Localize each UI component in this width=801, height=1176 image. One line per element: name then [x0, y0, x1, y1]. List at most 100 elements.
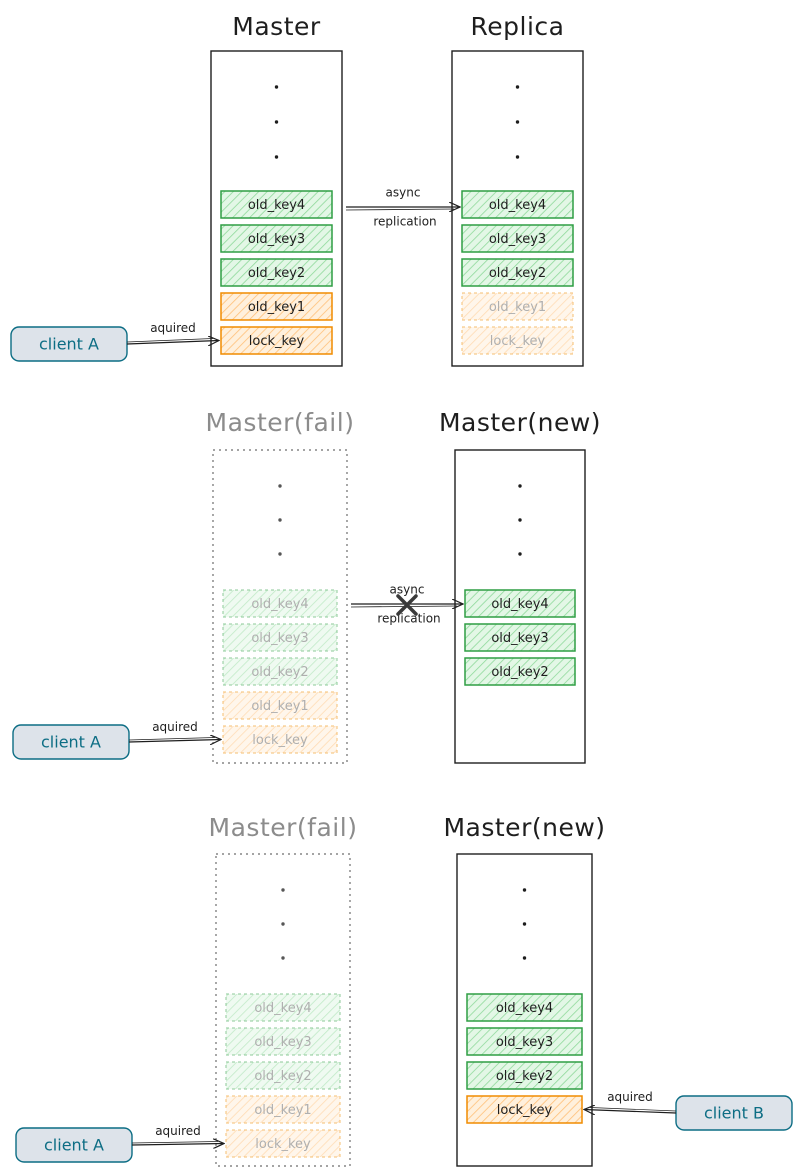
client-b: client B aquired [584, 1090, 793, 1131]
key-lock-key: lock_key [466, 1095, 583, 1124]
client-label: client A [39, 335, 99, 354]
key-old-key3: old_key3 [464, 623, 576, 652]
key-old-key1: old_key1 [220, 292, 333, 321]
key-label: old_key2 [254, 1069, 311, 1084]
key-label: old_key1 [248, 300, 305, 315]
key-label: old_key4 [491, 597, 548, 612]
node-right: Master(new)old_key4old_key3old_key2lock_… [443, 813, 605, 1167]
ellipsis-dot [278, 518, 282, 522]
key-old-key2: old_key2 [222, 657, 338, 686]
acquire-arrow-sketch [589, 1107, 677, 1112]
key-label: old_key2 [248, 266, 305, 281]
key-box [222, 657, 338, 686]
key-box [225, 1061, 341, 1090]
acquire-arrow-sketch [126, 338, 214, 343]
key-box [225, 1129, 341, 1158]
ellipsis-dot [274, 155, 279, 159]
acquire-arrow [126, 341, 219, 345]
key-old-key4: old_key4 [225, 993, 341, 1022]
key-box [225, 1027, 341, 1056]
key-old-key3: old_key3 [461, 224, 574, 253]
replication-label-replication: replication [377, 612, 440, 626]
key-old-key3: old_key3 [225, 1027, 341, 1056]
key-old-key1: old_key1 [222, 691, 338, 720]
ellipsis-dot [518, 484, 522, 488]
ellipsis-dot [274, 120, 279, 124]
key-old-key4: old_key4 [464, 589, 576, 618]
ellipsis-dot [518, 552, 522, 556]
ellipsis-dot [278, 484, 282, 488]
key-old-key2: old_key2 [464, 657, 576, 686]
node-title: Master [232, 12, 321, 41]
key-box [461, 190, 574, 219]
panel-2: Master(fail)old_key4old_key3old_key2old_… [12, 408, 601, 764]
key-lock-key: lock_key [461, 326, 574, 355]
key-label: old_key4 [496, 1001, 553, 1016]
acquire-label: aquired [155, 1124, 201, 1138]
key-label: old_key2 [491, 665, 548, 680]
key-box [220, 258, 333, 287]
node-left: Master old_key4 old_key3 old_key2 old_key1lo… [210, 12, 343, 367]
ellipsis-dot [278, 552, 282, 556]
key-lock-key: lock_key [222, 725, 338, 754]
key-box [464, 657, 576, 686]
key-old-key3: old_key3 [222, 623, 338, 652]
key-box [464, 589, 576, 618]
key-box [466, 993, 583, 1022]
key-label: old_key3 [491, 631, 548, 646]
node-container [212, 449, 348, 764]
key-box [464, 623, 576, 652]
key-box [225, 993, 341, 1022]
key-label: old_key3 [248, 232, 305, 247]
key-label: old_key1 [254, 1103, 311, 1118]
key-label: old_key3 [251, 631, 308, 646]
key-label: lock_key [252, 733, 308, 748]
replication-failed-x-icon [396, 594, 418, 616]
key-label: old_key1 [251, 699, 308, 714]
ellipsis-dot [515, 85, 520, 89]
ellipsis-dot [281, 888, 285, 892]
key-box [461, 326, 574, 355]
ellipsis-dot [515, 155, 520, 159]
key-old-key3: old_key3 [220, 224, 333, 253]
key-old-key4: old_key4 [220, 190, 333, 219]
key-label: old_key3 [496, 1035, 553, 1050]
key-label: lock_key [255, 1137, 311, 1152]
key-box [466, 1027, 583, 1056]
key-old-key3: old_key3 [466, 1027, 583, 1056]
key-box [466, 1061, 583, 1090]
acquire-arrow-sketch [128, 737, 216, 741]
ellipsis-dot [522, 922, 527, 926]
key-old-key1: old_key1 [225, 1095, 341, 1124]
key-label: old_key4 [251, 597, 308, 612]
key-label: old_key2 [489, 266, 546, 281]
key-box [461, 258, 574, 287]
key-lock-key: lock_key [225, 1129, 341, 1158]
key-lock-key: lock_key [220, 326, 333, 355]
key-label: old_key4 [254, 1001, 311, 1016]
ellipsis-dot [518, 518, 522, 522]
key-old-key4: old_key4 [466, 993, 583, 1022]
ellipsis-dot [281, 922, 285, 926]
key-box [461, 292, 574, 321]
key-box [222, 589, 338, 618]
ellipsis-dot [522, 888, 527, 892]
key-box [220, 224, 333, 253]
acquire-label: aquired [152, 720, 198, 734]
acquire-arrow [584, 1110, 677, 1114]
key-label: old_key4 [248, 198, 305, 213]
client-label: client B [704, 1104, 764, 1123]
acquire-label: aquired [607, 1090, 653, 1104]
replication-label-async: async [390, 583, 425, 597]
ellipsis-dot [281, 956, 285, 960]
node-title: Master(fail) [209, 813, 358, 842]
acquire-label: aquired [150, 321, 196, 335]
panel-1: Master old_key4 old_key3 old_key2 old_key1lo… [10, 12, 584, 367]
node-title: Master(new) [443, 813, 605, 842]
failed-node-left: Master(fail)old_key4old_key3old_key2old_… [206, 408, 354, 764]
key-old-key2: old_key2 [220, 258, 333, 287]
key-box [220, 190, 333, 219]
